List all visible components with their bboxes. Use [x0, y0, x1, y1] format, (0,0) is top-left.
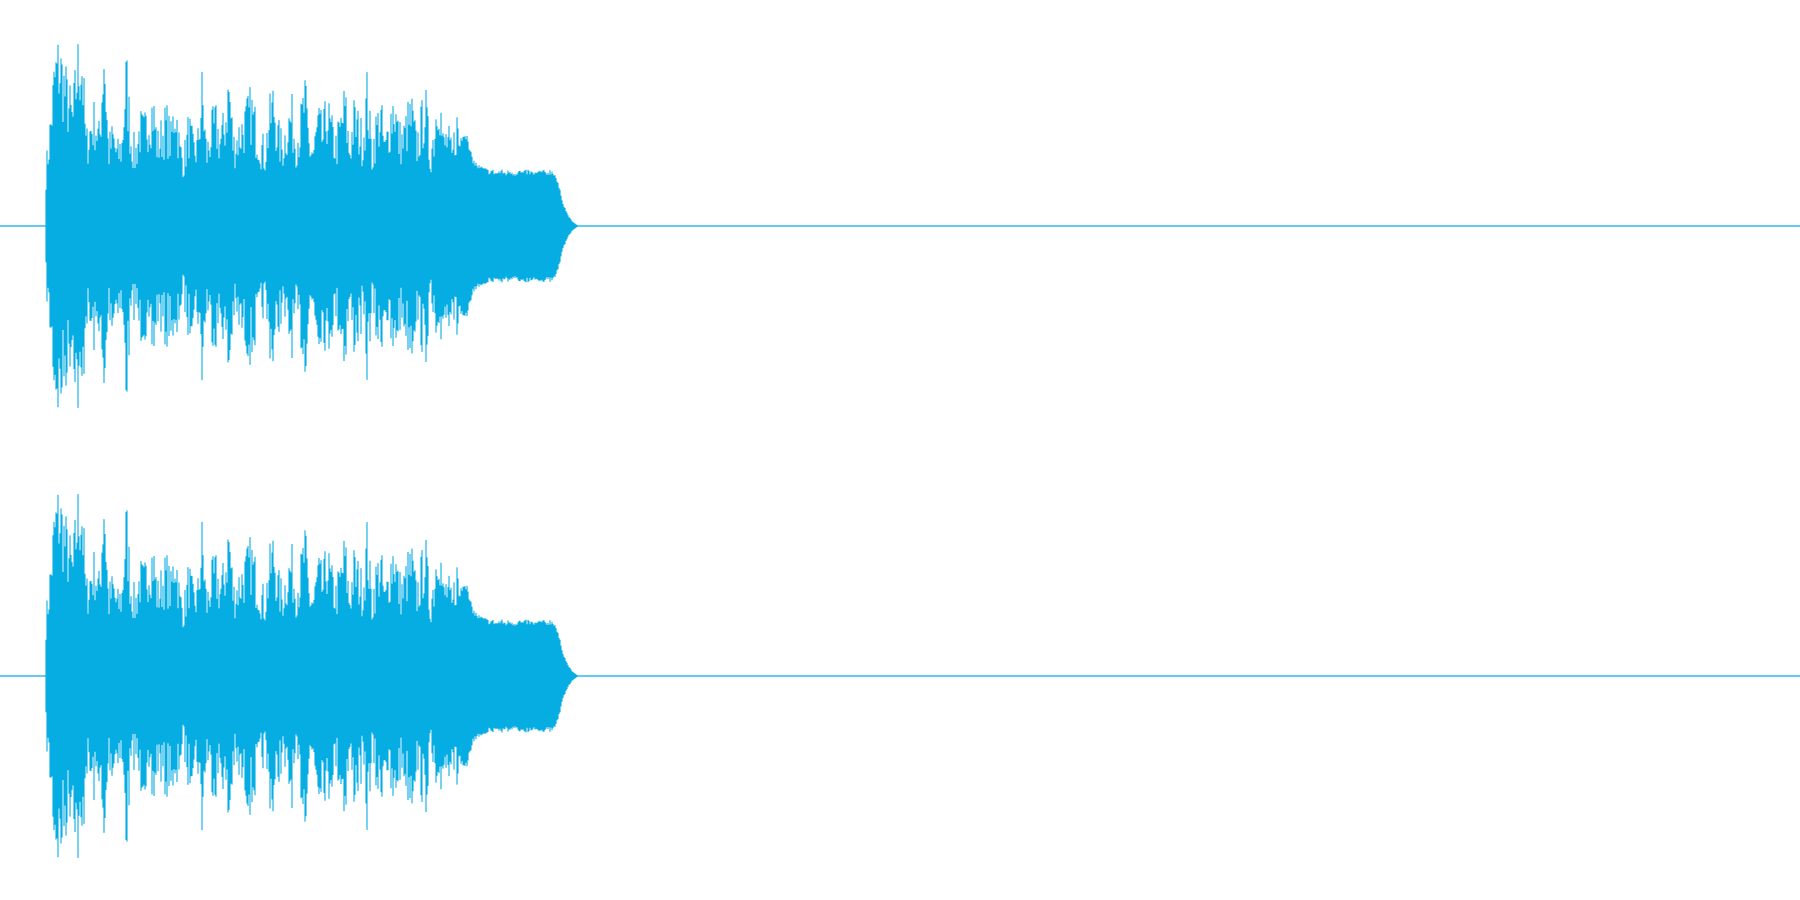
waveform-amplitude-path: [45, 44, 578, 408]
waveform-amplitude-path: [45, 494, 578, 858]
channel-1-waveform: [0, 44, 1800, 408]
channel-2-waveform: [0, 494, 1800, 858]
